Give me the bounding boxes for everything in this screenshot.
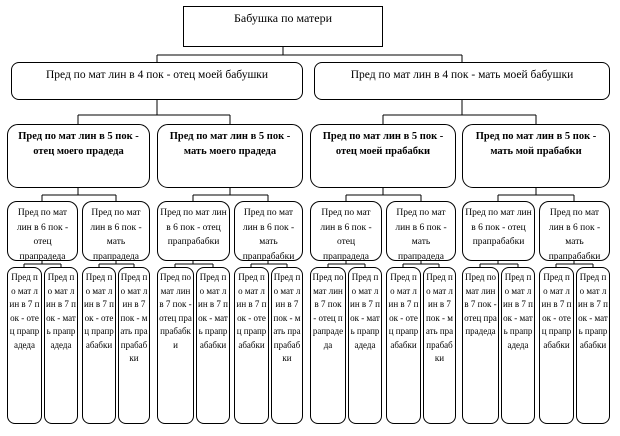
node-gen6-label: Пред по мат лин в 6 пок - мать прапрабаб…: [548, 208, 601, 261]
node-gen7-label: Пред по мат лин в 7 пок - мать прапрабаб…: [425, 272, 454, 363]
node-gen7: Пред по мат лин в 7 пок - мать прапрабаб…: [423, 267, 456, 424]
node-gen6-label: Пред по мат лин в 6 пок - отец прапрабаб…: [465, 208, 532, 248]
node-gen4-label: Пред по мат лин в 4 пок - мать моей бабу…: [350, 69, 574, 81]
node-gen6-label: Пред по мат лин в 6 пок - отец прапрадед…: [16, 208, 69, 261]
node-gen5-label: Пред по мат лин в 5 пок - мать моего пра…: [169, 131, 291, 158]
node-gen7: Пред по мат лин в 7 пок - мать прапрабаб…: [271, 267, 303, 424]
node-gen5: Пред по мат лин в 5 пок - мать мой праба…: [462, 124, 610, 188]
node-gen5-label: Пред по мат лин в 5 пок - мать мой праба…: [475, 131, 597, 158]
node-gen6: Пред по мат лин в 6 пок - отец прапрадед…: [7, 201, 78, 261]
node-gen6: Пред по мат лин в 6 пок - мать прапрабаб…: [234, 201, 303, 261]
node-gen6: Пред по мат лин в 6 пок - отец прапрабаб…: [157, 201, 230, 261]
node-gen6: Пред по мат лин в 6 пок - отец прапрадед…: [310, 201, 382, 261]
node-gen7: Пред по мат лин в 7 пок - отец прапрабаб…: [539, 267, 574, 424]
node-gen7: Пред по мат лин в 7 пок - мать прапрадед…: [348, 267, 382, 424]
node-gen7-label: Пред по мат лин в 7 пок - отец прапрадед…: [464, 272, 497, 336]
node-gen7: Пред по мат лин в 7 пок - мать прапрадед…: [501, 267, 535, 424]
node-gen7: Пред по мат лин в 7 пок - мать прапрабаб…: [576, 267, 610, 424]
node-gen7: Пред по мат лин в 7 пок - отец прапрабаб…: [386, 267, 421, 424]
node-gen4-father: Пред по мат лин в 4 пок - отец моей бабу…: [11, 62, 303, 100]
node-gen7-label: Пред по мат лин в 7 пок - мать прапрабаб…: [120, 272, 148, 363]
node-gen7-label: Пред по мат лин в 7 пок - отец прапрадед…: [312, 272, 344, 350]
node-gen7-label: Пред по мат лин в 7 пок - мать прапрадед…: [46, 272, 76, 350]
node-gen5: Пред по мат лин в 5 пок - мать моего пра…: [157, 124, 303, 188]
node-root-label: Бабушка по матери: [233, 11, 333, 25]
node-gen6-label: Пред по мат лин в 6 пок - отец прапрабаб…: [160, 208, 227, 248]
node-gen7: Пред по мат лин в 7 пок - отец прапрадед…: [7, 267, 42, 424]
node-gen7: Пред по мат лин в 7 пок - отец прапрабаб…: [157, 267, 194, 424]
node-gen7: Пред по мат лин в 7 пок - отец прапрабаб…: [234, 267, 269, 424]
node-gen7: Пред по мат лин в 7 пок - отец прапрабаб…: [82, 267, 116, 424]
node-gen7-label: Пред по мат лин в 7 пок - отец прапрадед…: [9, 272, 40, 350]
node-gen7-label: Пред по мат лин в 7 пок - отец прапрабаб…: [159, 272, 192, 350]
node-gen7: Пред по мат лин в 7 пок - мать прапрабаб…: [118, 267, 150, 424]
node-gen7: Пред по мат лин в 7 пок - мать прапрадед…: [44, 267, 78, 424]
node-gen7-label: Пред по мат лин в 7 пок - отец прапрабаб…: [84, 272, 114, 350]
node-gen7-label: Пред по мат лин в 7 пок - мать прапрадед…: [503, 272, 533, 350]
node-gen7-label: Пред по мат лин в 7 пок - мать прапрабаб…: [578, 272, 608, 350]
node-gen5-label: Пред по мат лин в 5 пок - отец моей праб…: [322, 131, 444, 158]
node-gen6-label: Пред по мат лин в 6 пок - мать прапрабаб…: [242, 208, 295, 261]
node-gen6-label: Пред по мат лин в 6 пок - отец прапрадед…: [320, 208, 372, 261]
node-gen4-mother: Пред по мат лин в 4 пок - мать моей бабу…: [314, 62, 610, 100]
node-gen6-label: Пред по мат лин в 6 пок - мать прапрадед…: [90, 208, 142, 261]
node-gen7-label: Пред по мат лин в 7 пок - отец прапрабаб…: [388, 272, 419, 350]
node-gen5: Пред по мат лин в 5 пок - отец моего пра…: [7, 124, 150, 188]
node-gen5: Пред по мат лин в 5 пок - отец моей праб…: [310, 124, 456, 188]
node-gen7: Пред по мат лин в 7 пок - мать прапрабаб…: [196, 267, 230, 424]
node-gen6: Пред по мат лин в 6 пок - мать прапрадед…: [386, 201, 456, 261]
node-gen7-label: Пред по мат лин в 7 пок - отец прапрабаб…: [541, 272, 572, 350]
node-gen7-label: Пред по мат лин в 7 пок - отец прапрабаб…: [236, 272, 267, 350]
node-gen6: Пред по мат лин в 6 пок - отец прапрабаб…: [462, 201, 535, 261]
node-gen7: Пред по мат лин в 7 пок - отец прапрадед…: [462, 267, 499, 424]
node-gen7: Пред по мат лин в 7 пок - отец прапрадед…: [310, 267, 346, 424]
node-gen4-label: Пред по мат лин в 4 пок - отец моей бабу…: [45, 69, 269, 81]
node-gen5-label: Пред по мат лин в 5 пок - отец моего пра…: [18, 131, 139, 158]
node-root: Бабушка по матери: [183, 6, 383, 47]
node-gen6: Пред по мат лин в 6 пок - мать прапрабаб…: [539, 201, 610, 261]
node-gen6: Пред по мат лин в 6 пок - мать прапрадед…: [82, 201, 150, 261]
node-gen7-label: Пред по мат лин в 7 пок - мать прапрабаб…: [198, 272, 228, 350]
node-gen7-label: Пред по мат лин в 7 пок - мать прапрадед…: [350, 272, 380, 350]
node-gen7-label: Пред по мат лин в 7 пок - мать прапрабаб…: [273, 272, 301, 363]
node-gen6-label: Пред по мат лин в 6 пок - мать прапрадед…: [395, 208, 447, 261]
